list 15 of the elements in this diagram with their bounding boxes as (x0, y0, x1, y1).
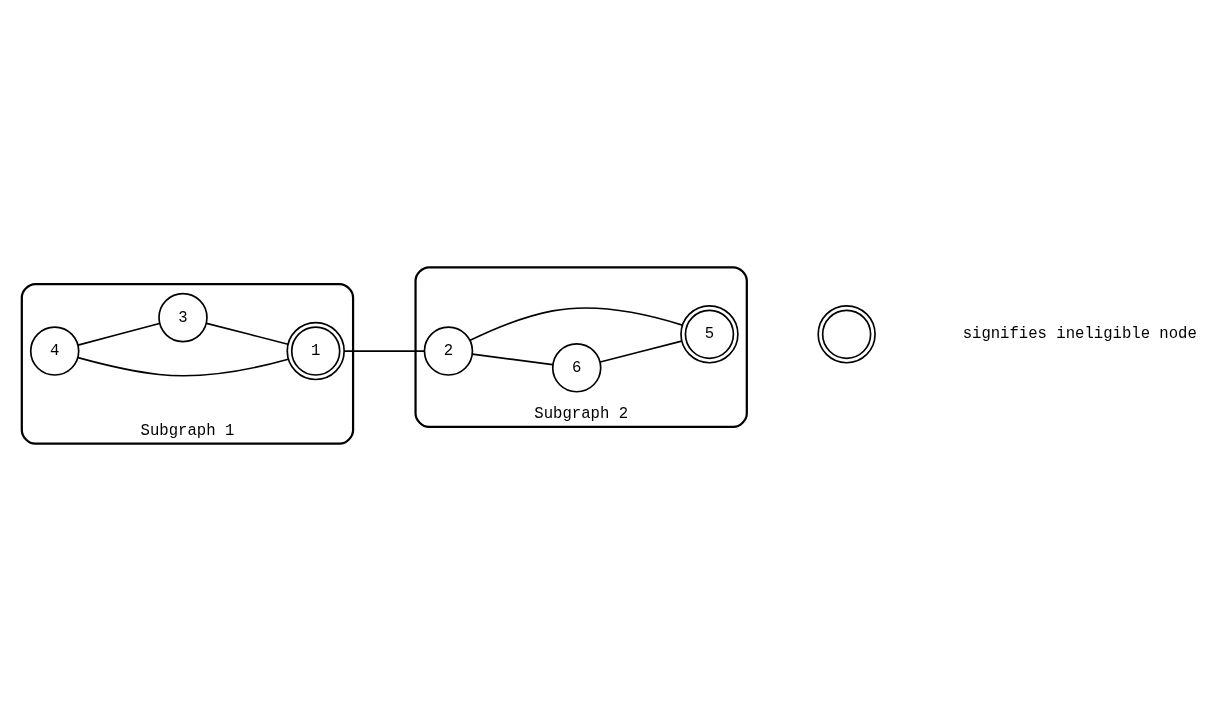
connector (471, 353, 554, 366)
connector (77, 356, 290, 377)
legend-label: signifies ineligible node (962, 325, 1197, 344)
connector (469, 307, 684, 342)
connector (599, 340, 683, 363)
node-circle: 1 (286, 321, 345, 381)
connector (343, 350, 426, 352)
node-circle: 5 (680, 305, 739, 364)
connector (77, 322, 161, 346)
connector (205, 322, 289, 346)
node-circle: 4 (29, 326, 80, 376)
node-circle: 6 (551, 342, 602, 393)
node-circle (817, 305, 876, 364)
node-circle: 3 (158, 292, 208, 343)
node-circle: 2 (423, 326, 474, 376)
